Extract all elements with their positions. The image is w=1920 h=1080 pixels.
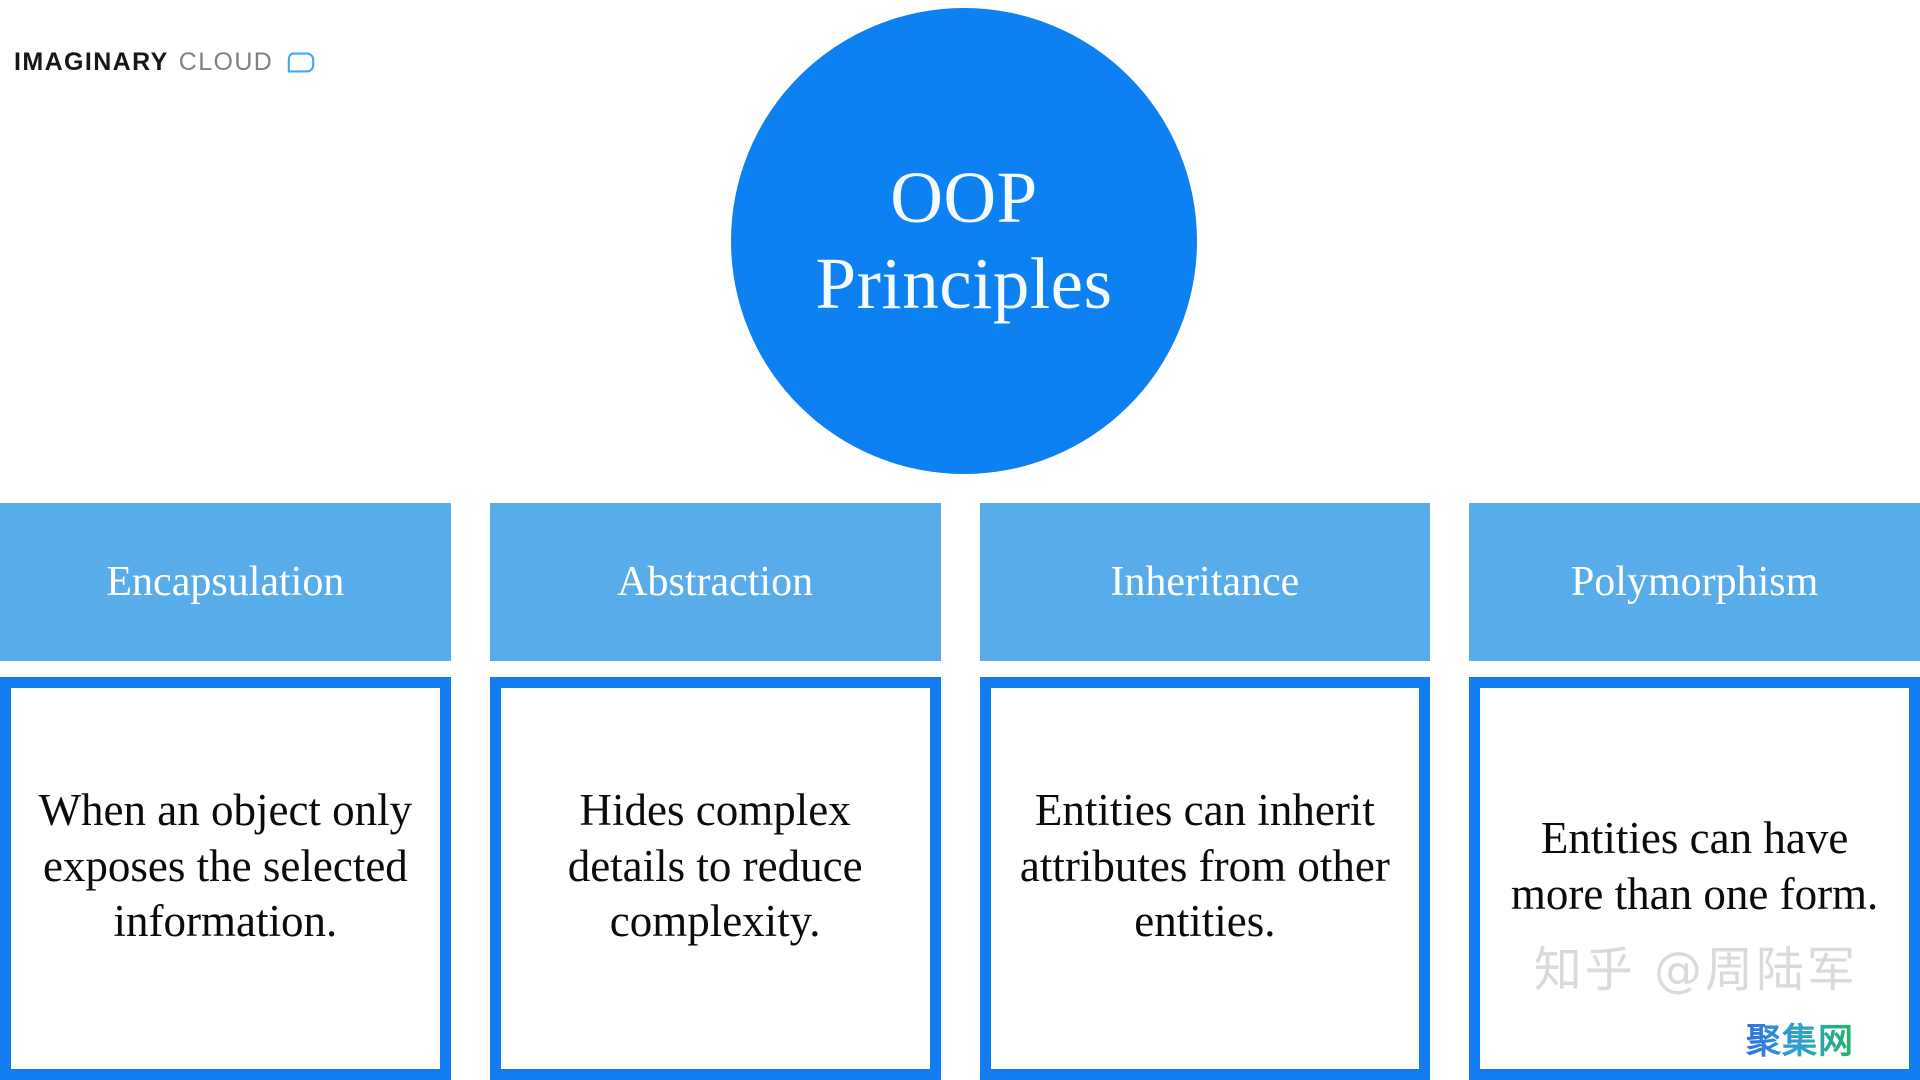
principle-header-inheritance: Inheritance <box>979 503 1431 661</box>
principles-grid: Encapsulation When an object only expose… <box>0 503 1920 1080</box>
principle-header-label: Abstraction <box>617 558 814 605</box>
principle-body-inheritance: Entities can inherit attributes from oth… <box>979 677 1431 1080</box>
brand-name-secondary: CLOUD <box>178 48 274 76</box>
principle-column-inheritance: Inheritance Entities can inherit attribu… <box>979 503 1431 1080</box>
principle-header-encapsulation: Encapsulation <box>0 503 451 661</box>
principle-body-text: Entities can have more than one form. <box>1510 813 1879 919</box>
principle-header-label: Encapsulation <box>106 558 345 605</box>
principle-body-polymorphism: Entities can have more than one form. <box>1469 677 1920 1080</box>
principle-body-encapsulation: When an object only exposes the selected… <box>0 677 451 1080</box>
principle-header-label: Inheritance <box>1110 558 1300 605</box>
principle-column-abstraction: Abstraction Hides complex details to red… <box>489 503 941 1080</box>
principle-column-encapsulation: Encapsulation When an object only expose… <box>0 503 451 1080</box>
principle-body-text: Entities can inherit attributes from oth… <box>1019 785 1390 947</box>
principle-body-text: When an object only exposes the selected… <box>38 785 413 947</box>
principle-header-polymorphism: Polymorphism <box>1469 503 1920 661</box>
brand-name-primary: IMAGINARY <box>14 48 169 76</box>
principle-header-abstraction: Abstraction <box>489 503 941 661</box>
principle-body-text: Hides complex details to reduce complexi… <box>567 785 863 947</box>
hub-circle: OOP Principles <box>731 8 1197 474</box>
hub-title-line-2: Principles <box>815 243 1113 324</box>
principle-body-abstraction: Hides complex details to reduce complexi… <box>489 677 941 1080</box>
hub-title-line-1: OOP <box>890 156 1038 238</box>
principle-column-polymorphism: Polymorphism Entities can have more than… <box>1469 503 1920 1080</box>
chat-bubble-icon <box>287 52 315 74</box>
principle-header-label: Polymorphism <box>1570 558 1819 605</box>
brand-logo: IMAGINARY CLOUD <box>14 48 315 77</box>
